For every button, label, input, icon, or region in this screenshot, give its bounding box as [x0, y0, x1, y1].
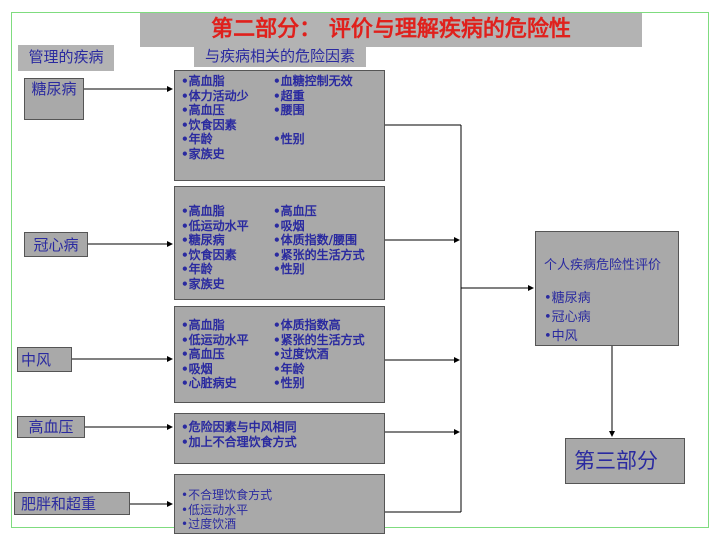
disease-hypertension: 高血压 — [17, 416, 85, 438]
risk-factor: 高血压 — [181, 103, 273, 118]
risk-factor: 性别 — [273, 262, 365, 277]
risk-factor: 过度饮酒 — [181, 517, 272, 532]
risk-factor: 加上不合理饮食方式 — [181, 435, 297, 450]
risk-factor: 高血压 — [181, 347, 273, 362]
risk-column-left: 高血脂低运动水平高血压吸烟心脏病史 — [181, 318, 273, 398]
risk-factor: 糖尿病 — [181, 233, 273, 248]
assessment-item: 糖尿病 — [544, 287, 670, 306]
risk-factor: 不合理饮食方式 — [181, 488, 272, 503]
slide-title: 第二部分： 评价与理解疾病的危险性 — [140, 13, 642, 47]
risk-box-stroke: 高血脂低运动水平高血压吸烟心脏病史体质指数高紧张的生活方式过度饮酒年龄性别 — [174, 306, 385, 403]
risk-factor: 性别 — [273, 132, 353, 147]
disease-obesity: 肥胖和超重 — [14, 492, 130, 515]
risk-factor: 高血脂 — [181, 204, 273, 219]
next-part-box: 第三部分 — [565, 438, 685, 484]
risk-factor: 低运动水平 — [181, 333, 273, 348]
disease-coronary: 冠心病 — [24, 232, 88, 257]
risk-factor: 吸烟 — [181, 362, 273, 377]
disease-stroke: 中风 — [17, 347, 72, 372]
assessment-item: 冠心病 — [544, 306, 670, 325]
risk-column-right: 血糖控制无效超重腰围性别 — [273, 74, 353, 176]
managed-diseases-header: 管理的疾病 — [18, 45, 114, 71]
risk-factor: 高血脂 — [181, 74, 273, 89]
risk-factor: 高血脂 — [181, 318, 273, 333]
risk-factor: 超重 — [273, 89, 353, 104]
risk-box-obesity: 不合理饮食方式低运动水平过度饮酒 — [174, 474, 385, 534]
risk-factor: 家族史 — [181, 277, 273, 292]
assessment-box: 个人疾病危险性评价 糖尿病 冠心病 中风 — [535, 231, 679, 346]
risk-factor: 性别 — [273, 376, 365, 391]
risk-factor: 年龄 — [181, 132, 273, 147]
risk-box-coronary: 高血脂低运动水平糖尿病饮食因素年龄家族史高血压吸烟体质指数/腰围紧张的生活方式性… — [174, 186, 385, 300]
risk-factor: 高血压 — [273, 204, 365, 219]
risk-factor: 饮食因素 — [181, 118, 273, 133]
assessment-item: 中风 — [544, 325, 670, 344]
risk-factor: 过度饮酒 — [273, 347, 365, 362]
risk-factor: 家族史 — [181, 147, 273, 162]
risk-factor: 紧张的生活方式 — [273, 333, 365, 348]
risk-factor: 低运动水平 — [181, 503, 272, 518]
risk-box-hypertension: 危险因素与中风相同加上不合理饮食方式 — [174, 413, 385, 464]
disease-diabetes: 糖尿病 — [24, 78, 84, 120]
risk-factor: 血糖控制无效 — [273, 74, 353, 89]
risk-factor: 腰围 — [273, 103, 353, 118]
risk-column-right: 高血压吸烟体质指数/腰围紧张的生活方式性别 — [273, 204, 365, 295]
risk-factor: 饮食因素 — [181, 248, 273, 263]
risk-factor: 吸烟 — [273, 219, 365, 234]
risk-column-left: 危险因素与中风相同加上不合理饮食方式 — [181, 420, 297, 459]
assessment-title: 个人疾病危险性评价 — [544, 258, 662, 273]
risk-factor: 紧张的生活方式 — [273, 248, 365, 263]
risk-factor: 年龄 — [273, 362, 365, 377]
risk-factors-header: 与疾病相关的危险因素 — [194, 45, 366, 67]
risk-column-left: 高血脂体力活动少高血压饮食因素年龄家族史 — [181, 74, 273, 176]
risk-factor: 心脏病史 — [181, 376, 273, 391]
risk-factor: 体力活动少 — [181, 89, 273, 104]
risk-column-left: 不合理饮食方式低运动水平过度饮酒 — [181, 488, 272, 532]
risk-factor: 体质指数/腰围 — [273, 233, 365, 248]
risk-factor: 体质指数高 — [273, 318, 365, 333]
risk-box-diabetes: 高血脂体力活动少高血压饮食因素年龄家族史血糖控制无效超重腰围性别 — [174, 70, 385, 181]
risk-column-right: 体质指数高紧张的生活方式过度饮酒年龄性别 — [273, 318, 365, 398]
risk-factor: 年龄 — [181, 262, 273, 277]
risk-column-left: 高血脂低运动水平糖尿病饮食因素年龄家族史 — [181, 204, 273, 295]
risk-factor: 低运动水平 — [181, 219, 273, 234]
risk-factor: 危险因素与中风相同 — [181, 420, 297, 435]
